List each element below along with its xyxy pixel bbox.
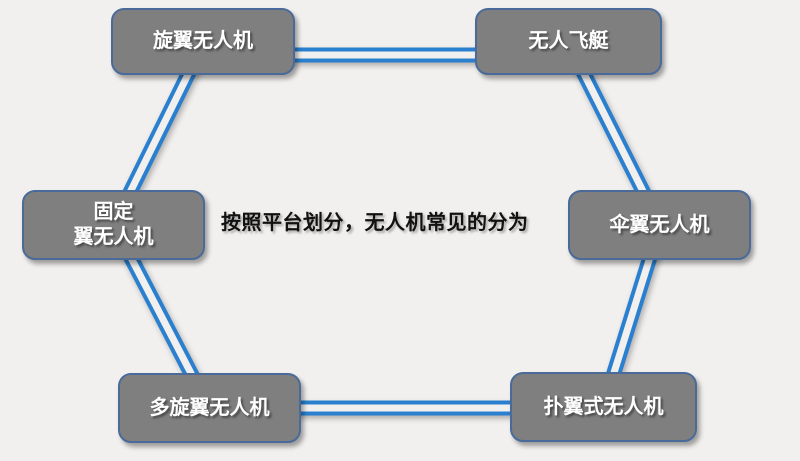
node-rotary-wing-uav: 旋翼无人机 (111, 8, 295, 75)
node-parawing-uav: 伞翼无人机 (568, 190, 751, 260)
node-unmanned-airship: 无人飞艇 (475, 8, 662, 75)
diagram-title: 按照平台划分，无人机常见的分为 (221, 212, 529, 234)
node-multi-rotor-uav: 多旋翼无人机 (118, 373, 301, 443)
node-flapping-wing-uav: 扑翼式无人机 (510, 372, 697, 442)
node-fixed-wing-uav: 固定 翼无人机 (22, 190, 205, 260)
